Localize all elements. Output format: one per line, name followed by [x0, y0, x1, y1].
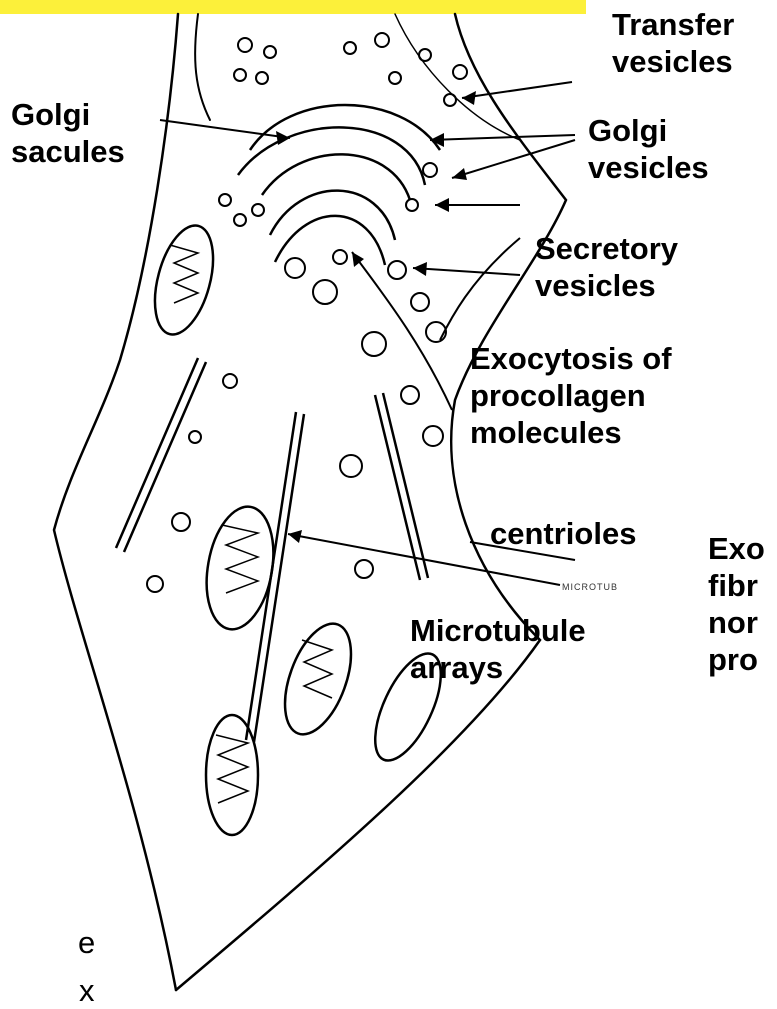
mitochondrion-cristae: [302, 640, 332, 698]
vesicle: [333, 250, 347, 264]
vesicle: [340, 455, 362, 477]
label-microtubule-arrays: Microtubule arrays: [410, 612, 586, 686]
vesicle: [419, 49, 431, 61]
vesicle: [238, 38, 252, 52]
stray-letter-e: e: [78, 924, 95, 961]
arrow-secretory-cell: [440, 238, 520, 340]
mitochondrion-cristae: [170, 245, 198, 303]
vesicle: [362, 332, 386, 356]
golgi-sacule-stack: [238, 105, 440, 265]
label-golgi-sacules: Golgi sacules: [11, 96, 125, 170]
vesicle: [444, 94, 456, 106]
vesicle: [147, 576, 163, 592]
vesicle: [172, 513, 190, 531]
vesicles: [147, 33, 467, 592]
vesicle: [219, 194, 231, 206]
vesicle: [264, 46, 276, 58]
vesicle: [406, 199, 418, 211]
label-exocytosis-fibrils: Exo fibr nor pro: [708, 530, 765, 678]
label-exocytosis: Exocytosis of procollagen molecules: [470, 340, 672, 451]
arrow-golgi-vesicles-1: [430, 135, 575, 140]
arrow-secretory: [413, 268, 520, 275]
mitochondrion: [272, 615, 364, 743]
vesicle: [234, 69, 246, 81]
microtubule: [116, 358, 206, 552]
vesicle: [234, 214, 246, 226]
vesicle: [252, 204, 264, 216]
vesicle: [411, 293, 429, 311]
microtubule: [246, 412, 304, 742]
vesicle: [388, 261, 406, 279]
label-centrioles: centrioles: [490, 515, 636, 552]
mitochondrion: [198, 501, 283, 634]
stray-letter-x: x: [79, 972, 95, 1009]
vesicle: [355, 560, 373, 578]
arrow-golgi-vesicles-2: [452, 140, 575, 178]
mitochondrion: [144, 219, 223, 341]
vesicle: [285, 258, 305, 278]
arrow-heads: [276, 91, 476, 543]
label-transfer-vesicles: Transfer vesicles: [612, 6, 734, 80]
label-secretory-vesicles: Secretory vesicles: [535, 230, 678, 304]
microtubules: [116, 358, 428, 742]
cell-membrane-inner: [395, 14, 520, 140]
vesicle: [401, 386, 419, 404]
mitochondrion-cristae: [222, 525, 258, 593]
mitochondrion-cristae: [216, 735, 248, 803]
vesicle: [256, 72, 268, 84]
label-golgi-vesicles: Golgi vesicles: [588, 112, 709, 186]
arrow-transfer: [462, 82, 572, 98]
vesicle: [313, 280, 337, 304]
vesicle: [189, 431, 201, 443]
rough-er-edge: [195, 14, 210, 120]
vesicle: [423, 163, 437, 177]
mitochondrion: [206, 715, 258, 835]
vesicle: [223, 374, 237, 388]
microtubule-tag: MICROTUB: [562, 582, 618, 592]
golgi-sacule: [262, 154, 410, 200]
vesicle: [389, 72, 401, 84]
vesicle: [423, 426, 443, 446]
arrow-exocytosis: [352, 252, 452, 410]
vesicle: [453, 65, 467, 79]
vesicle: [344, 42, 356, 54]
vesicle: [375, 33, 389, 47]
